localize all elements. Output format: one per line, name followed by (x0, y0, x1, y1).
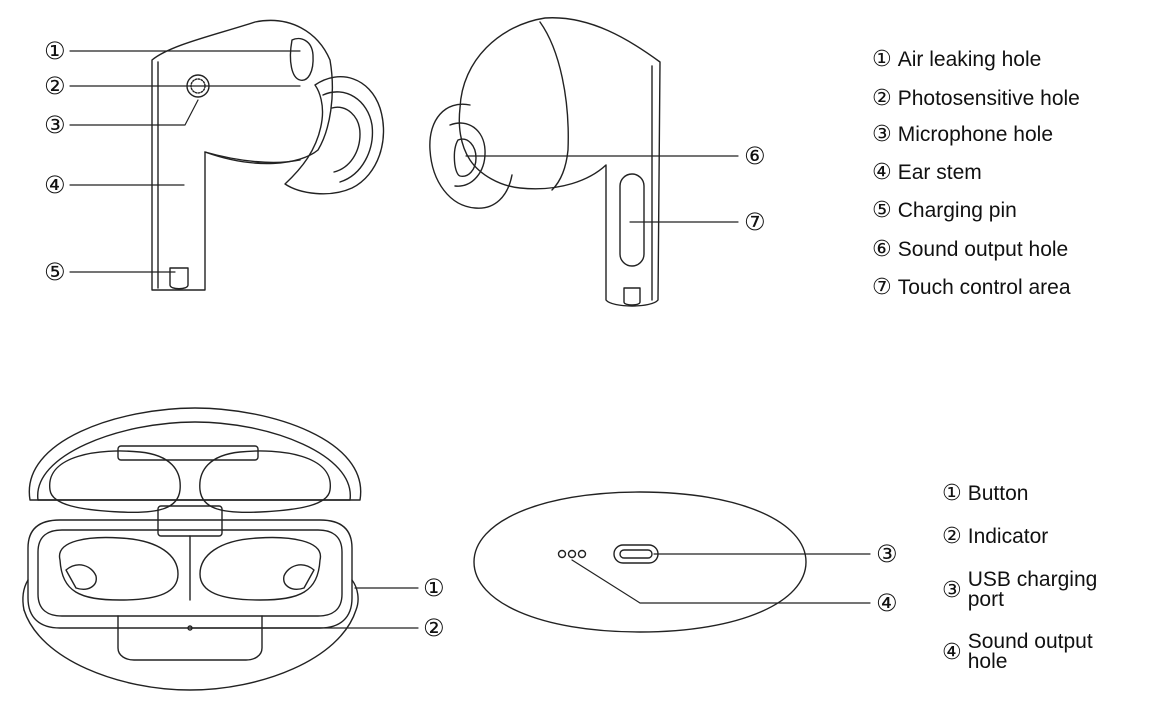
legend-text: Air leaking hole (897, 48, 1042, 71)
earbud-back-drawing (429, 17, 661, 307)
legend-number: ① (872, 47, 892, 72)
callout-case-2: ② (423, 614, 445, 642)
leader-lines (69, 50, 871, 629)
case-bottom-drawing (473, 491, 807, 633)
legend-text: USB charging port (967, 568, 1098, 611)
callout-front-2: ② (44, 72, 66, 100)
legend-number: ① (942, 481, 962, 506)
legend-number: ② (872, 86, 892, 111)
legend-item-usb-charging-port: ③ USB charging port (942, 568, 1128, 611)
legend-text: Ear stem (897, 161, 982, 184)
legend-text: Microphone hole (897, 123, 1053, 146)
callout-case-4: ④ (876, 589, 898, 617)
callout-case-3: ③ (876, 540, 898, 568)
legend-text: Indicator (967, 525, 1049, 548)
legend-number: ④ (942, 639, 962, 665)
legend-number: ③ (942, 577, 962, 603)
callout-front-5: ⑤ (44, 258, 66, 286)
legend-number: ⑤ (872, 198, 892, 223)
callout-back-7: ⑦ (744, 208, 766, 236)
case-open-drawing (22, 407, 362, 691)
legend-item-case-sound-output-hole: ④ Sound output hole (942, 630, 1128, 673)
earbud-front-drawing (151, 19, 385, 291)
legend-text: Sound output hole (897, 238, 1069, 261)
callout-case-1: ① (423, 574, 445, 602)
legend-text: Sound output hole (967, 630, 1093, 673)
legend-number: ③ (872, 122, 892, 147)
legend-number: ④ (872, 160, 892, 185)
legend-text: Charging pin (897, 199, 1017, 222)
legend-text: Photosensitive hole (897, 87, 1080, 110)
legend-text: Touch control area (897, 276, 1071, 299)
callout-front-1: ① (44, 37, 66, 65)
callout-back-6: ⑥ (744, 142, 766, 170)
legend-number: ② (942, 524, 962, 549)
legend-number: ⑦ (872, 275, 892, 300)
callout-front-3: ③ (44, 111, 66, 139)
legend-text: Button (967, 482, 1029, 505)
callout-front-4: ④ (44, 171, 66, 199)
legend-number: ⑥ (872, 237, 892, 262)
